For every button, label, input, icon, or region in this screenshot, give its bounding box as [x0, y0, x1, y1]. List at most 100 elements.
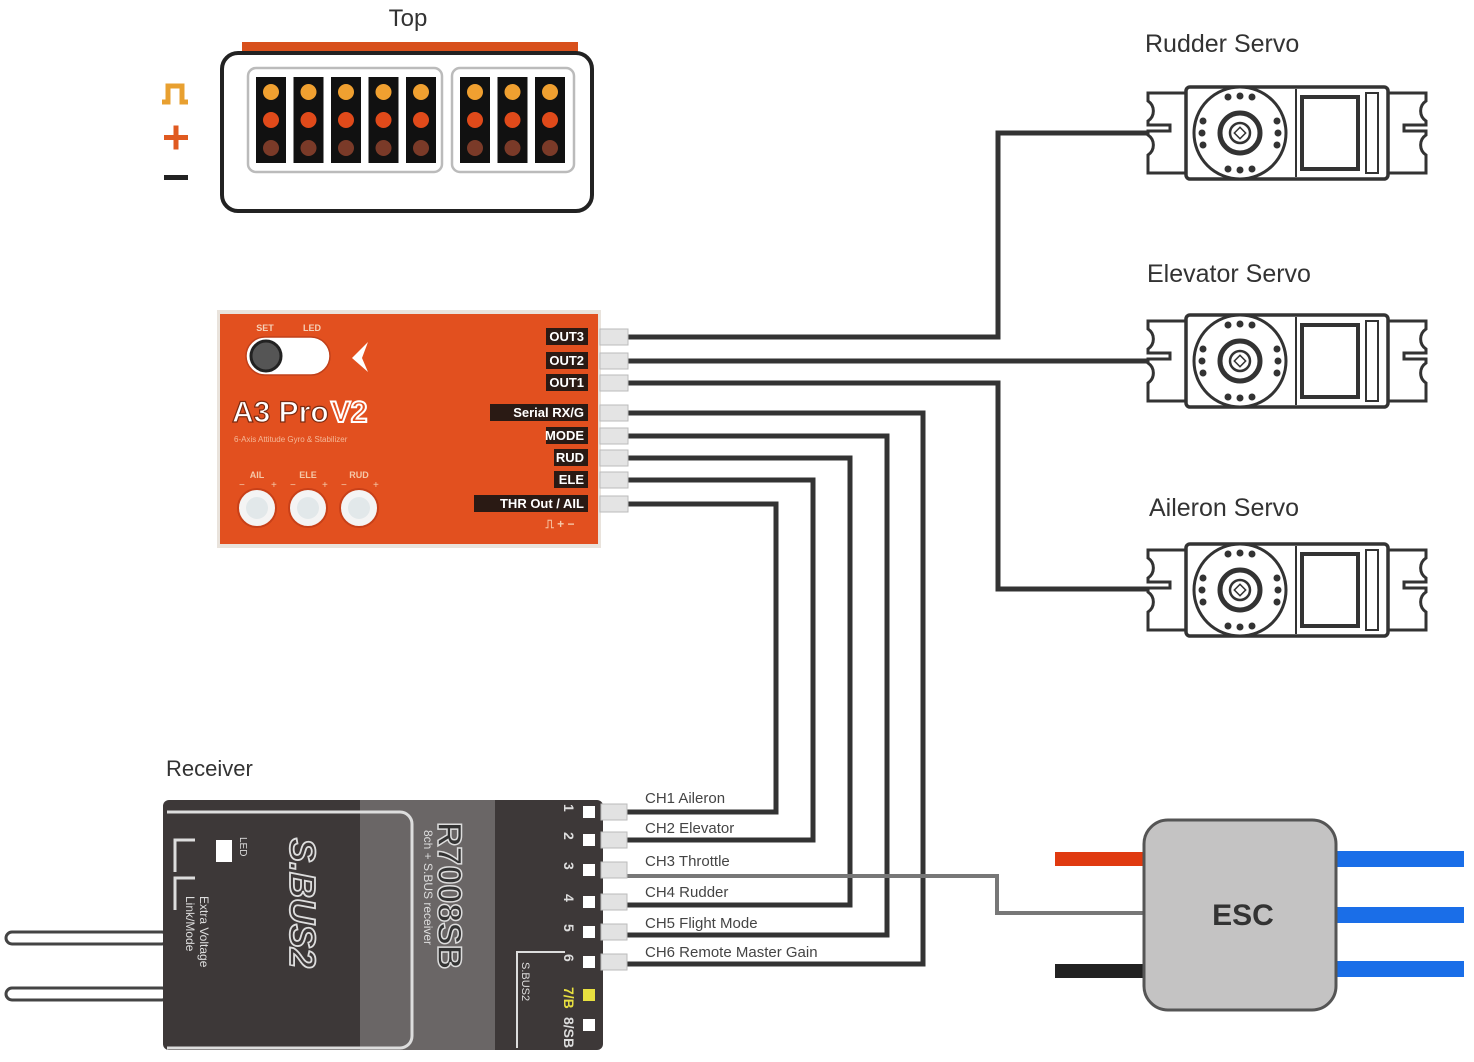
positive-pin: [504, 112, 521, 128]
esc-motor-wire: [1334, 851, 1464, 867]
elevator-servo: Elevator Servo: [1147, 260, 1426, 407]
antenna: [4, 986, 170, 1002]
port-label-bg: [546, 328, 588, 345]
receiver-model: R7008SB: [430, 822, 468, 969]
channel-label: CH2 Elevator: [645, 820, 734, 837]
channel-label: CH3 Throttle: [645, 853, 730, 870]
switch-label-set: SET: [256, 323, 274, 333]
servo-label: Aileron Servo: [1149, 494, 1299, 522]
signal-pin: [375, 84, 392, 100]
esc-motor-wire: [1334, 907, 1464, 923]
esc-battery-positive-wire: [1055, 852, 1147, 866]
receiver-description: 8ch + S.BUS receiver: [421, 830, 435, 945]
receiver-connector[interactable]: [600, 893, 628, 911]
port-connector[interactable]: [599, 352, 629, 370]
positive-pin: [542, 112, 558, 128]
receiver-connector[interactable]: [600, 831, 628, 849]
port-connector[interactable]: [599, 427, 629, 445]
receiver-connector[interactable]: [600, 861, 628, 879]
esc-motor-wires: [1334, 851, 1464, 977]
knob-plus: +: [322, 480, 328, 491]
negative-pin: [542, 140, 558, 156]
negative-pin: [413, 140, 429, 156]
top-pins: [256, 77, 565, 163]
receiver-brand: S.BUS2: [282, 838, 323, 968]
knob-plus: +: [373, 480, 379, 491]
port-label-bg: [546, 427, 588, 444]
servo-label: Elevator Servo: [1147, 260, 1311, 288]
controller-subtitle: 6-Axis Attitude Gyro & Stabilizer: [234, 435, 348, 444]
esc-label: ESC: [1212, 899, 1274, 932]
signal-pin: [413, 84, 429, 100]
port-connector[interactable]: [599, 449, 629, 467]
port-label: OUT3: [549, 329, 584, 344]
knob-center: [297, 497, 319, 519]
knob-minus: −: [290, 480, 296, 491]
port-label-bg: [474, 495, 588, 512]
sbus2-label: S.BUS2: [519, 962, 531, 1001]
signal-pin: [338, 84, 354, 100]
receiver-connector[interactable]: [600, 923, 628, 941]
rudder-servo: Rudder Servo: [1145, 30, 1426, 179]
wire-out1-aileron: [628, 380, 1150, 592]
wire-out3-rudder: [628, 130, 1150, 340]
knob-label: RUD: [349, 470, 369, 480]
port-connector[interactable]: [599, 328, 629, 346]
port-connector[interactable]: [599, 471, 629, 489]
signal-pin: [504, 84, 521, 100]
receiver-pin: [583, 834, 595, 846]
pin-number: 7/B: [561, 987, 577, 1009]
switch-label-led: LED: [303, 323, 322, 333]
wire-rud-ch4: [610, 455, 853, 908]
port-label: RUD: [556, 450, 584, 465]
side-label-link-mode: Link/Mode: [183, 896, 197, 952]
esc: ESC: [1055, 818, 1464, 1012]
receiver-led-label: LED: [237, 837, 248, 856]
minus-icon: [164, 175, 188, 180]
positive-pin: [467, 112, 483, 128]
signal-pin: [263, 84, 279, 100]
receiver-pin: [583, 956, 595, 968]
port-connector[interactable]: [599, 404, 629, 422]
knob-center: [246, 497, 268, 519]
wires: [610, 130, 1150, 967]
positive-pin: [300, 112, 317, 128]
wire-ail-ch1: [610, 501, 779, 815]
wire-ch3-esc: [610, 874, 1145, 915]
servo-icon: [1148, 544, 1426, 636]
controller-name: A3 ProV2: [232, 396, 367, 429]
port-label: MODE: [545, 428, 584, 443]
pin-number: 2: [561, 832, 577, 840]
port-label-bg: [554, 471, 588, 488]
receiver-pin: [583, 926, 595, 938]
top-view-orange-strip: [242, 42, 578, 52]
a3-pro-controller: SET LED A3 ProV2 6-Axis Attitude Gyro & …: [217, 310, 629, 548]
esc-battery-negative-wire: [1055, 964, 1147, 978]
receiver-pin: [583, 896, 595, 908]
bracket: [173, 838, 195, 872]
top-view-title: Top: [389, 5, 428, 32]
knob-center: [348, 497, 370, 519]
port-label-bg: [546, 352, 588, 369]
aileron-servo: Aileron Servo: [1148, 494, 1426, 636]
antenna: [4, 930, 170, 946]
knob-minus: −: [341, 480, 347, 491]
set-button-knob: [249, 339, 283, 373]
pin-number: 8/SB: [561, 1017, 577, 1048]
knob-minus: −: [239, 480, 245, 491]
receiver-connector[interactable]: [600, 953, 628, 971]
receiver-outline: [167, 810, 414, 1050]
gain-knobs: AIL−+ELE−+RUD−+: [237, 470, 379, 528]
port-connector[interactable]: [599, 495, 629, 513]
positive-pin: [263, 112, 279, 128]
top-view: Top: [162, 5, 594, 213]
port-label-bg: [490, 404, 588, 421]
receiver-connector[interactable]: [600, 803, 628, 821]
esc-body: [1142, 818, 1338, 1012]
pin-legend: ⎍ + −: [544, 517, 574, 531]
port-connector[interactable]: [599, 374, 629, 392]
channel-label: CH5 Flight Mode: [645, 915, 758, 932]
port-label: OUT2: [549, 353, 584, 368]
